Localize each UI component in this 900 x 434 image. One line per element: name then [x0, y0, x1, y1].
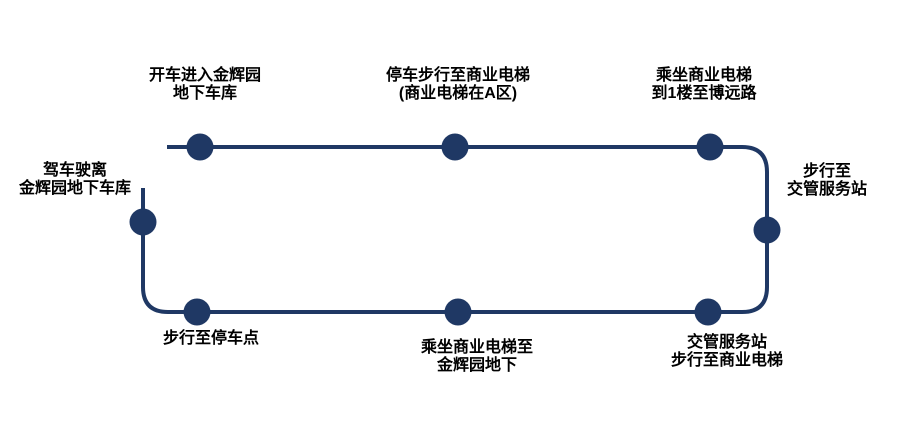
step-label-7: 步行至停车点: [162, 330, 259, 347]
step-label-2: 停车步行至商业电梯 (商业电梯在A区): [385, 67, 530, 102]
flow-path: [141, 145, 769, 314]
step-node-7: [183, 298, 211, 326]
step-label-1: 开车进入金辉园 地下车库: [148, 67, 261, 102]
step-label-4: 步行至 交管服务站: [786, 163, 867, 198]
step-node-4: [753, 216, 781, 244]
step-label-3: 乘坐商业电梯 到1楼至博远路: [651, 67, 757, 102]
step-node-8: [129, 208, 157, 236]
step-node-6: [444, 298, 472, 326]
step-label-8: 驾车驶离 金辉园地下车库: [18, 162, 131, 197]
step-node-3: [696, 133, 724, 161]
step-label-6: 乘坐商业电梯至 金辉园地下: [420, 339, 533, 374]
step-label-5: 交管服务站 步行至商业电梯: [670, 334, 783, 369]
step-node-1: [186, 133, 214, 161]
step-node-5: [694, 298, 722, 326]
step-node-2: [441, 133, 469, 161]
